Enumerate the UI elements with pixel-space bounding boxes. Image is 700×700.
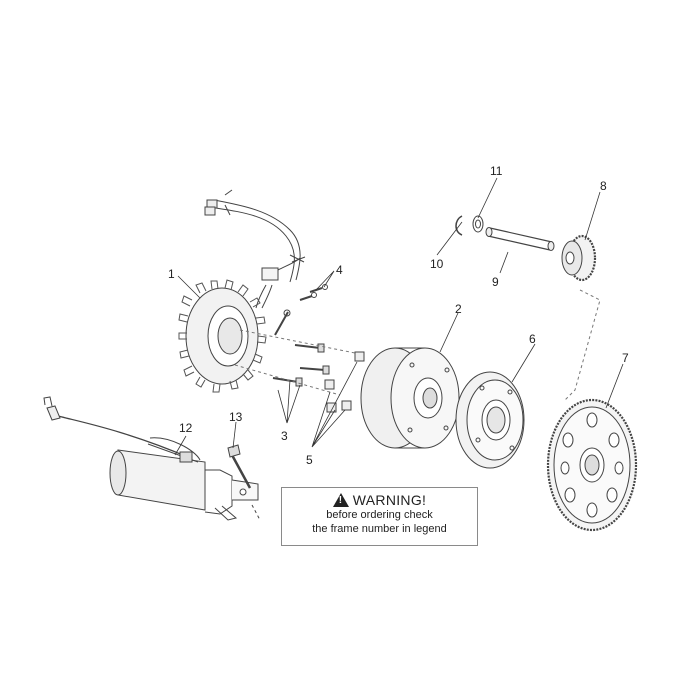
callout-12: 12: [179, 421, 193, 435]
rotor-bolts: [272, 343, 330, 387]
callout-13: 13: [229, 410, 243, 424]
callout-2: 2: [455, 302, 462, 316]
starter-motor: [109, 437, 261, 521]
callout-5: 5: [306, 453, 313, 467]
circlip: [455, 215, 463, 236]
callout-7: 7: [622, 351, 629, 365]
idler-shaft: [485, 227, 555, 251]
warning-line-1: before ordering check: [326, 509, 433, 521]
flywheel-rotor: [360, 347, 460, 449]
rotor-nuts: [324, 351, 365, 413]
callout-3: 3: [281, 429, 288, 443]
warning-icon: [332, 493, 349, 507]
stator-screws: [274, 284, 328, 336]
freewheel-clutch: [455, 371, 525, 469]
callout-6: 6: [529, 332, 536, 346]
idler-gear: [561, 234, 597, 282]
callout-11: 11: [490, 164, 503, 178]
callout-4: 4: [336, 263, 343, 277]
warning-line-2: the frame number in legend: [312, 523, 447, 535]
washer: [472, 215, 484, 233]
warning-heading: WARNING!: [282, 492, 477, 508]
callout-8: 8: [600, 179, 607, 193]
stator: [178, 279, 267, 393]
starter-cable: [43, 396, 191, 459]
warning-box: WARNING! before ordering check the frame…: [281, 487, 478, 546]
callout-1: 1: [168, 267, 175, 281]
wiring-harness: [204, 189, 306, 309]
starter-driven-gear: [546, 398, 638, 532]
callout-10: 10: [430, 257, 444, 271]
leader-lines: [174, 177, 624, 456]
starter-bolt: [227, 444, 252, 489]
warning-title: WARNING!: [352, 492, 427, 508]
callout-9: 9: [492, 275, 499, 289]
